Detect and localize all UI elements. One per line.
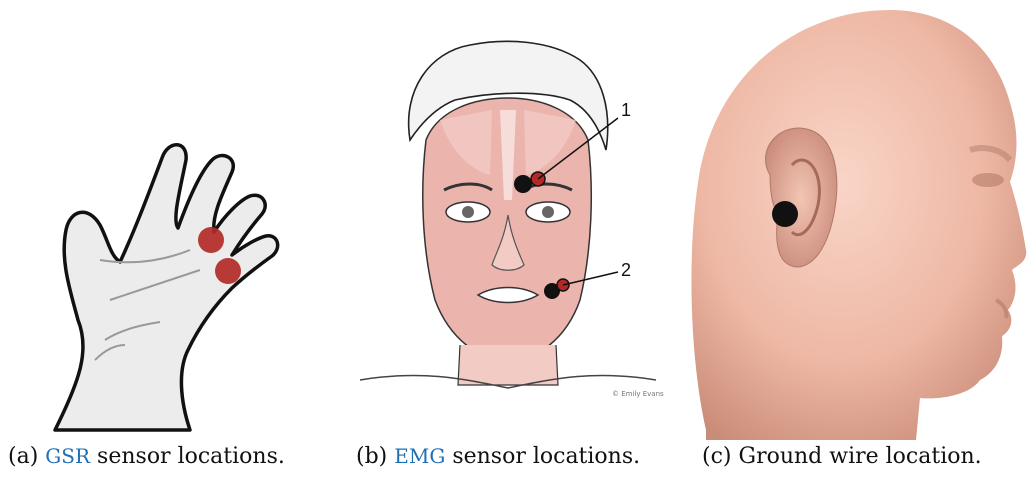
hand-illustration [0, 0, 330, 440]
caption-a: (a) GSR sensor locations. [8, 444, 285, 469]
emg-electrode-1-black [514, 175, 532, 193]
caption-b: (b) EMG sensor locations. [356, 444, 640, 469]
caption-a-text: sensor locations. [97, 444, 285, 469]
image-credit: © Emily Evans [612, 390, 664, 398]
head-3d-illustration [680, 0, 1031, 440]
ground-electrode [772, 201, 798, 227]
gsr-electrode-2 [215, 258, 241, 284]
caption-a-acronym-link[interactable]: GSR [45, 444, 90, 468]
iris-right [542, 206, 554, 218]
gsr-electrode-1 [198, 227, 224, 253]
caption-b-acronym-link[interactable]: EMG [394, 444, 445, 468]
caption-b-text: sensor locations. [452, 444, 640, 469]
caption-c-text: Ground wire location. [739, 444, 982, 469]
hand-outline [55, 145, 278, 430]
head-silhouette [691, 10, 1026, 440]
subfigure-c [680, 0, 1031, 479]
caption-c: (c) Ground wire location. [702, 444, 982, 469]
neck [458, 345, 558, 385]
subfigure-b: 1 2 © Emily Evans [340, 0, 670, 479]
caption-c-label: (c) [702, 444, 732, 469]
callout-label-2: 2 [621, 260, 631, 280]
callout-label-1: 1 [621, 100, 631, 120]
iris-left [462, 206, 474, 218]
caption-b-label: (b) [356, 444, 387, 469]
face-muscle-illustration: 1 2 © Emily Evans [340, 0, 670, 440]
caption-a-label: (a) [8, 444, 38, 469]
subfigure-a [0, 0, 330, 479]
eye-shade [972, 173, 1004, 187]
